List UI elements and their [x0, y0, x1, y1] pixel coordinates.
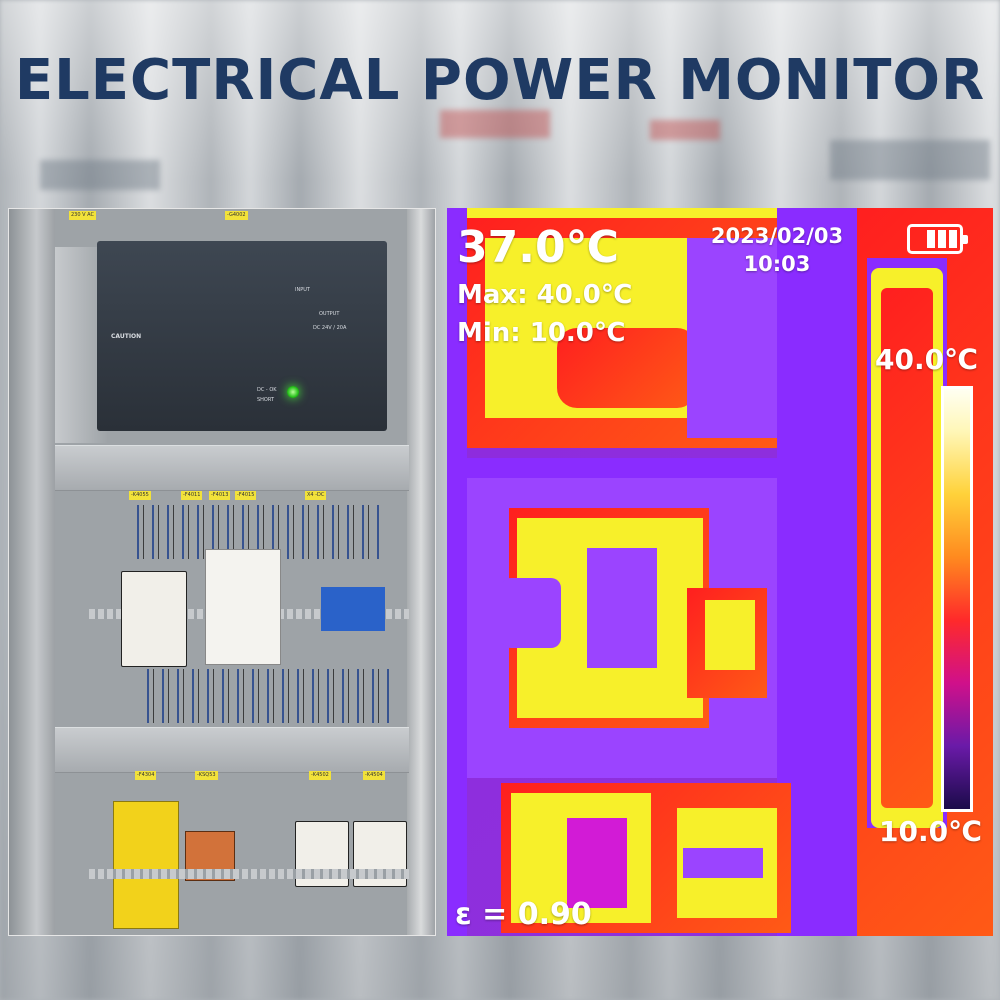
label-tag: -K4504: [363, 771, 385, 780]
thermal-region: [587, 548, 657, 668]
terminal-block: [321, 587, 385, 631]
cabinet-door-frame-right: [407, 209, 435, 935]
temperature-color-scale: [941, 386, 973, 812]
circuit-breakers: [205, 549, 281, 665]
cabinet-photo: 230 V AC -G4002 CAUTION INPUT OUTPUT DC …: [8, 208, 436, 936]
wiring-bundle: [139, 669, 389, 723]
thermal-image: 37.0℃ Max: 40.0℃ Min: 10.0℃ 2023/02/03 1…: [447, 208, 993, 936]
time: 10:03: [743, 252, 811, 276]
thermal-region: [567, 818, 627, 908]
emissivity-readout: ε = 0.90: [455, 897, 592, 932]
thermal-region: [467, 458, 777, 478]
battery-bar: [938, 230, 946, 248]
cable-duct: [55, 445, 409, 491]
thermal-region: [881, 288, 933, 808]
psu-short-label: SHORT: [257, 397, 275, 403]
psu-dc-ok-label: DC - OK: [257, 387, 277, 393]
datetime: 2023/02/03 10:03: [697, 222, 857, 278]
contactor: [121, 571, 187, 667]
psu-output-label: OUTPUT: [319, 311, 340, 317]
thermal-region: [501, 578, 561, 648]
thermal-region: [557, 328, 697, 408]
background-shape: [440, 110, 550, 138]
dc-ok-led-icon: [287, 386, 299, 398]
psu-caution-label: CAUTION: [111, 333, 142, 340]
current-temperature: 37.0℃: [457, 222, 619, 273]
label-tag: -K4502: [309, 771, 331, 780]
thermal-region: [683, 848, 763, 878]
power-supply-unit: CAUTION INPUT OUTPUT DC 24V / 20A DC - O…: [97, 241, 387, 431]
din-rail: [89, 869, 409, 879]
thermal-region: [447, 208, 467, 936]
battery-bar: [949, 230, 957, 248]
thermal-region: [705, 600, 755, 670]
thermal-region: [777, 208, 867, 936]
scale-min-label: 10.0℃: [879, 815, 982, 848]
label-tag: -F4304: [135, 771, 157, 780]
psu-output-spec: DC 24V / 20A: [313, 325, 347, 331]
background-shape: [830, 140, 990, 180]
cable-duct: [55, 727, 409, 773]
label-tag: -F4015: [235, 491, 257, 500]
page-title: ELECTRICAL POWER MONITOR: [14, 48, 986, 113]
safety-relay: [113, 801, 179, 929]
date: 2023/02/03: [710, 224, 844, 248]
label-tag: -KSQ53: [195, 771, 218, 780]
scale-max-label: 40.0℃: [875, 343, 978, 376]
label-tag: -F4013: [209, 491, 231, 500]
background-shape: [40, 160, 160, 190]
battery-icon: [907, 224, 968, 254]
label-tag: X4 -DC: [305, 491, 327, 500]
battery-bar: [927, 230, 935, 248]
label-tag: -G4002: [225, 211, 248, 220]
label-tag: 230 V AC: [69, 211, 96, 220]
min-temperature: Min: 10.0℃: [457, 318, 626, 348]
cabinet-door-frame-left: [9, 209, 55, 935]
label-tag: -F4011: [181, 491, 203, 500]
background-shape: [650, 120, 720, 140]
psu-input-label: INPUT: [295, 287, 310, 293]
thermal-region: [687, 238, 777, 438]
label-tag: -K4055: [129, 491, 151, 500]
max-temperature: Max: 40.0℃: [457, 280, 633, 310]
